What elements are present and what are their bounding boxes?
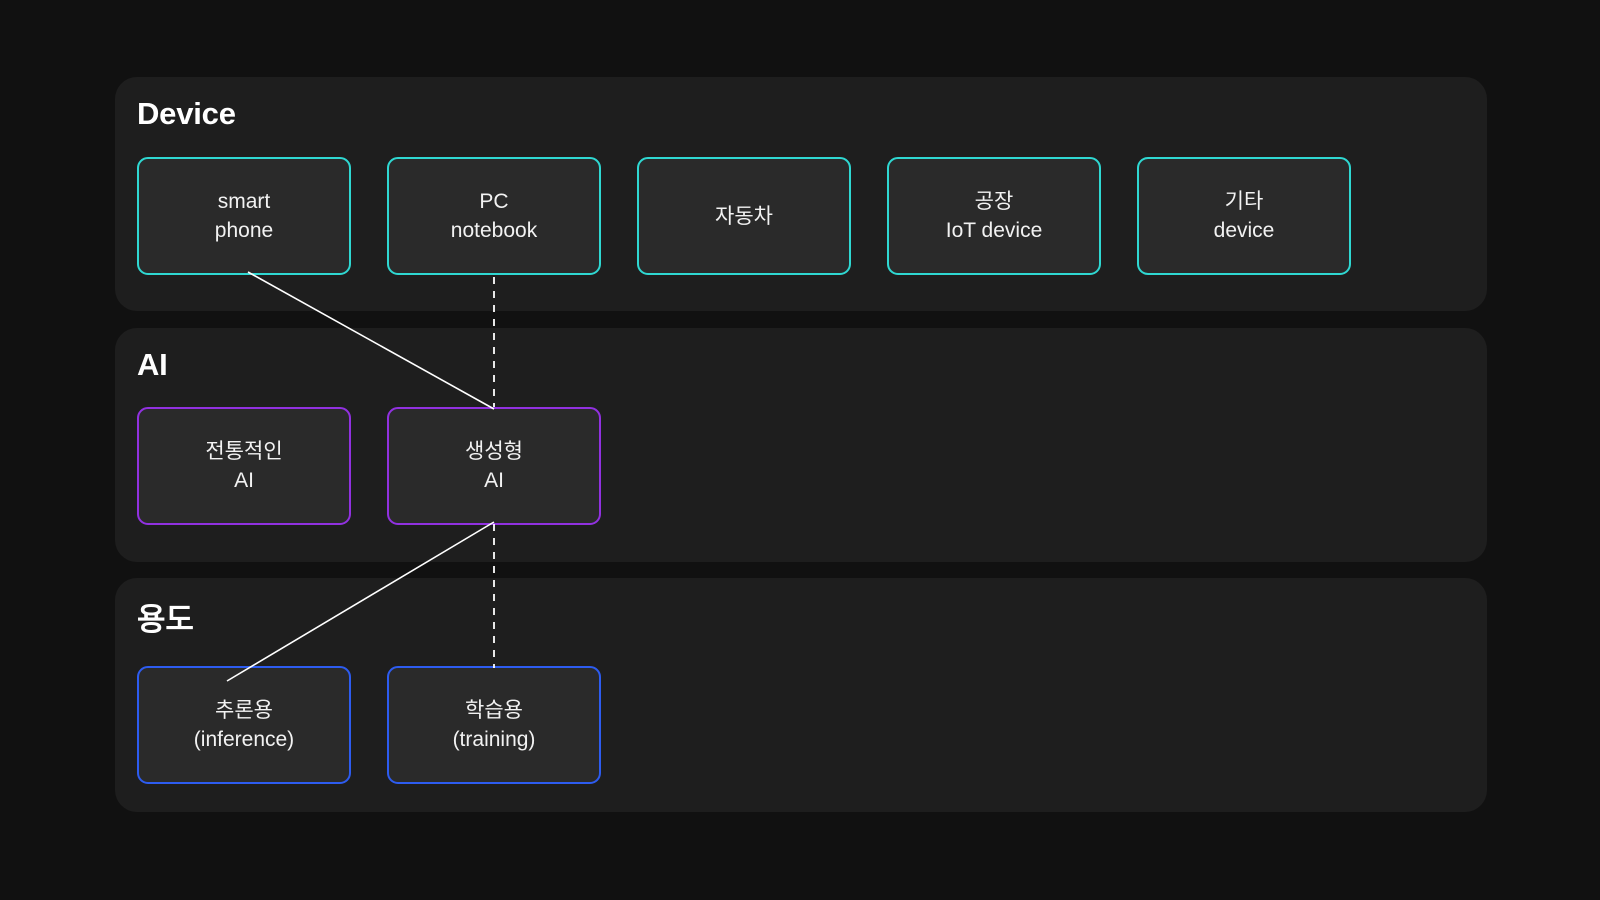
node-training[interactable]: 학습용 (training) [387, 666, 601, 784]
node-pc-notebook[interactable]: PC notebook [387, 157, 601, 275]
node-label-line1: 공장 [974, 190, 1014, 213]
node-label-line1: smart [217, 190, 271, 213]
node-label-line2: (training) [452, 728, 536, 751]
node-label-line2: AI [484, 469, 504, 492]
node-label-line2: notebook [450, 219, 538, 242]
node-label-line1: PC [479, 190, 509, 213]
section-title-ai: AI [137, 347, 168, 382]
node-other-device[interactable]: 기타 device [1137, 157, 1351, 275]
node-smart-phone[interactable]: smart phone [137, 157, 351, 275]
node-traditional-ai[interactable]: 전통적인 AI [137, 407, 351, 525]
section-title-purpose: 용도 [137, 602, 194, 637]
section-title-device: Device [137, 96, 236, 131]
node-label-line2: IoT device [945, 219, 1043, 242]
node-label-line1: 생성형 [465, 440, 523, 463]
node-label-line1: 자동차 [715, 204, 773, 228]
node-label-line2: phone [214, 219, 274, 242]
node-label-line2: (inference) [193, 728, 295, 751]
node-car[interactable]: 자동차 [637, 157, 851, 275]
node-inference[interactable]: 추론용 (inference) [137, 666, 351, 784]
node-factory-iot-device[interactable]: 공장 IoT device [887, 157, 1101, 275]
node-label-line1: 전통적인 [205, 440, 283, 463]
node-label-line2: device [1213, 219, 1275, 242]
node-generative-ai[interactable]: 생성형 AI [387, 407, 601, 525]
node-label-line1: 추론용 [215, 699, 273, 722]
node-label-line1: 학습용 [465, 699, 523, 722]
node-label-line2: AI [234, 469, 254, 492]
node-label-line1: 기타 [1224, 190, 1264, 213]
